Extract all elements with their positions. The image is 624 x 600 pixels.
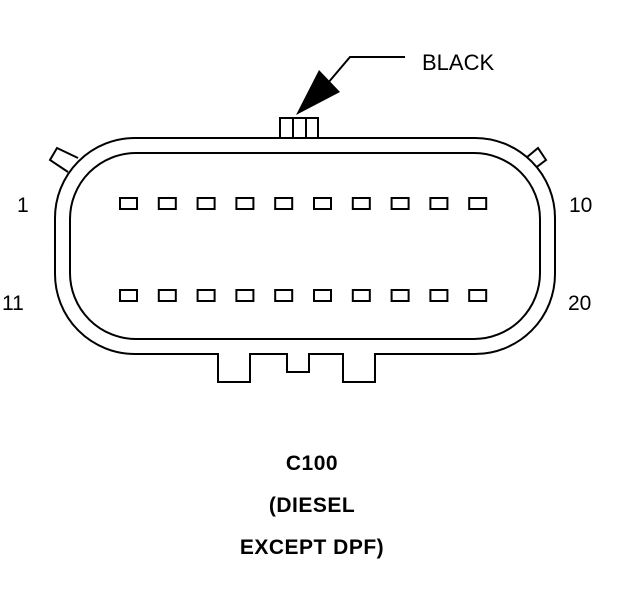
connector-bottom-key-right — [342, 353, 376, 383]
pin-cavity — [351, 197, 371, 210]
pin-cavity — [157, 197, 177, 210]
pin-cavities — [119, 197, 488, 302]
pin-cavity — [390, 289, 410, 302]
pin-cavity — [468, 197, 488, 210]
pin-cavity — [157, 289, 177, 302]
callout-label: BLACK — [422, 50, 494, 75]
pin-label-1: 1 — [17, 194, 29, 217]
callout-leader-line — [321, 56, 405, 91]
pin-cavity — [196, 289, 216, 302]
pin-cavity — [351, 289, 371, 302]
connector-description-line2: EXCEPT DPF) — [239, 536, 385, 559]
pin-cavity — [390, 197, 410, 210]
connector-outer-shell — [54, 137, 556, 355]
connector-top-tab — [279, 117, 319, 141]
pin-cavity — [429, 289, 449, 302]
connector-inner-shell — [69, 152, 541, 340]
pin-cavity — [313, 197, 332, 210]
connector-bottom-key-left — [217, 353, 251, 383]
pin-cavity — [119, 289, 138, 302]
pin-label-11: 11 — [2, 292, 24, 315]
callout-arrowhead — [296, 70, 340, 115]
pin-cavity — [274, 289, 294, 302]
pin-label-10: 10 — [569, 194, 592, 217]
pin-cavity — [468, 289, 488, 302]
pin-cavity — [235, 289, 255, 302]
connector-bottom-key-center — [286, 353, 310, 373]
pin-label-20: 20 — [568, 292, 591, 315]
pin-cavity — [235, 197, 255, 210]
pin-cavity — [274, 197, 294, 210]
pin-cavity — [119, 197, 138, 210]
pin-cavity — [429, 197, 449, 210]
connector-left-latch — [48, 146, 79, 173]
pin-cavity — [196, 197, 216, 210]
pin-cavity — [313, 289, 332, 302]
connector-description-line1: (DIESEL — [268, 494, 356, 517]
connector-id: C100 — [285, 452, 339, 475]
